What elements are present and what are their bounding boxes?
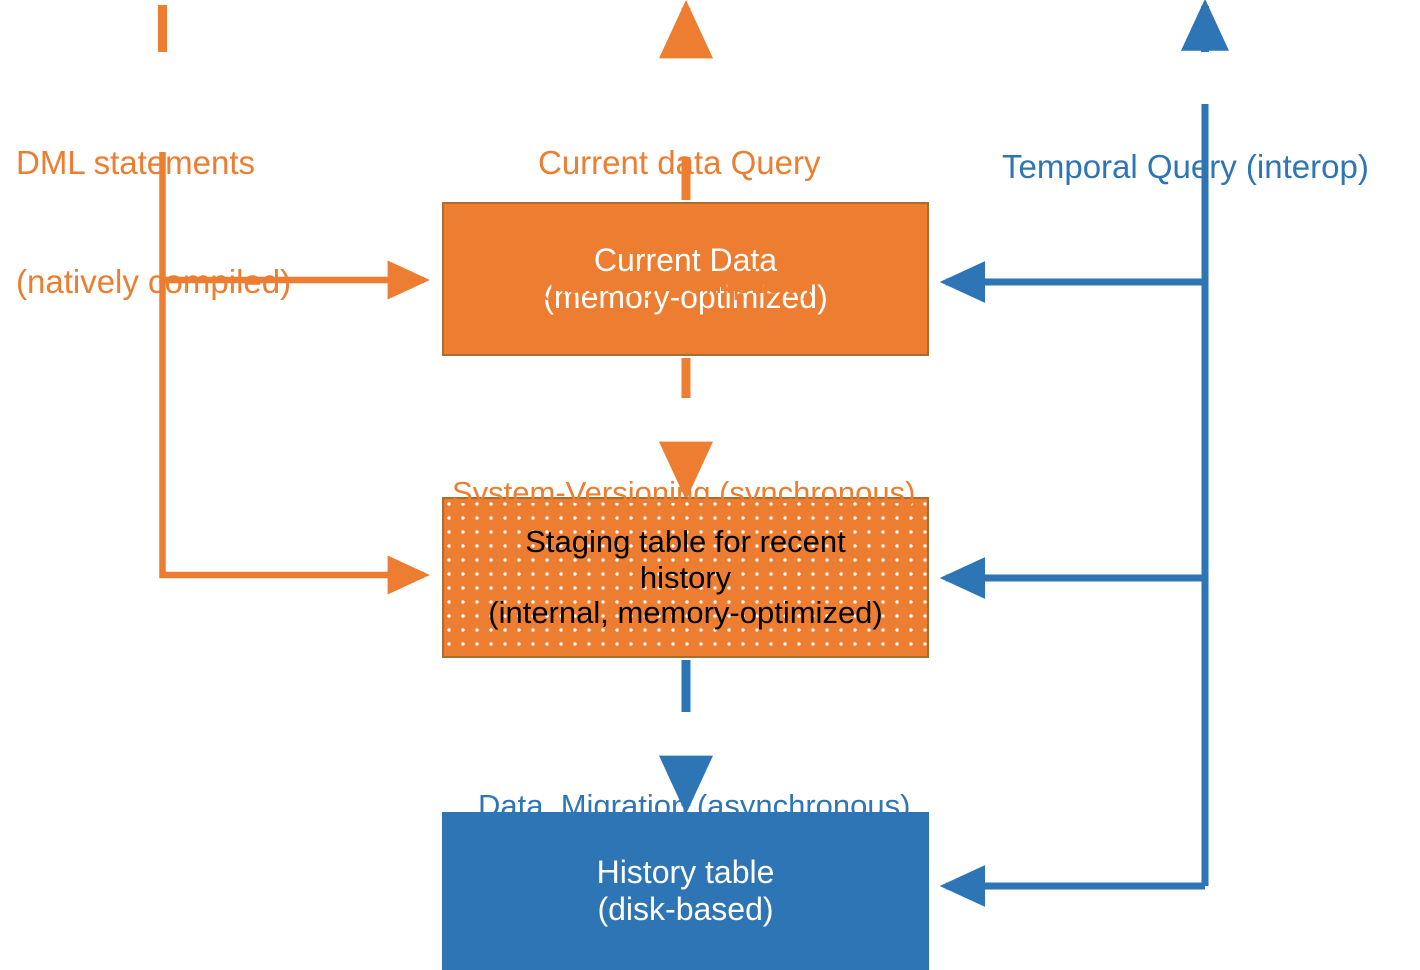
node-current-data[interactable]: Current Data (memory-optimized) xyxy=(442,202,929,356)
label-dml-statements: DML statements (natively compiled) xyxy=(16,64,291,381)
label-temporal-query: Temporal Query (interop) xyxy=(1002,68,1369,266)
node-history-table-line1: History table xyxy=(596,854,775,891)
label-current-data-query: Current data Query (natively compiled) xyxy=(538,64,820,381)
label-data-migration-line1: Data Migration (asynchronous) xyxy=(478,788,911,824)
node-staging-table-line3: (internal, memory-optimized) xyxy=(488,595,883,631)
label-system-versioning-line1: System-Versioning (synchronous) xyxy=(452,475,916,511)
node-staging-table-line1: Staging table for recent xyxy=(525,524,846,560)
node-staging-table-line2: history xyxy=(639,559,732,595)
node-current-data-line1: Current Data xyxy=(593,242,778,279)
label-system-versioning: System-Versioning (synchronous) xyxy=(452,400,915,586)
node-staging-table[interactable]: Staging table for recent history (intern… xyxy=(442,497,929,658)
node-history-table-line2: (disk-based) xyxy=(597,891,774,927)
label-data-migration: Data Migration (asynchronous) xyxy=(478,713,910,899)
node-history-table[interactable]: History table (disk-based) xyxy=(442,812,929,970)
label-dml-statements-line1: DML statements xyxy=(16,144,256,182)
label-current-data-query-line2: (natively compiled) xyxy=(538,262,814,300)
label-temporal-query-line1: Temporal Query (interop) xyxy=(1002,148,1369,186)
label-current-data-query-line1: Current data Query xyxy=(538,144,821,182)
node-current-data-line2: (memory-optimized) xyxy=(543,279,828,315)
label-dml-statements-line2: (natively compiled) xyxy=(16,262,292,300)
